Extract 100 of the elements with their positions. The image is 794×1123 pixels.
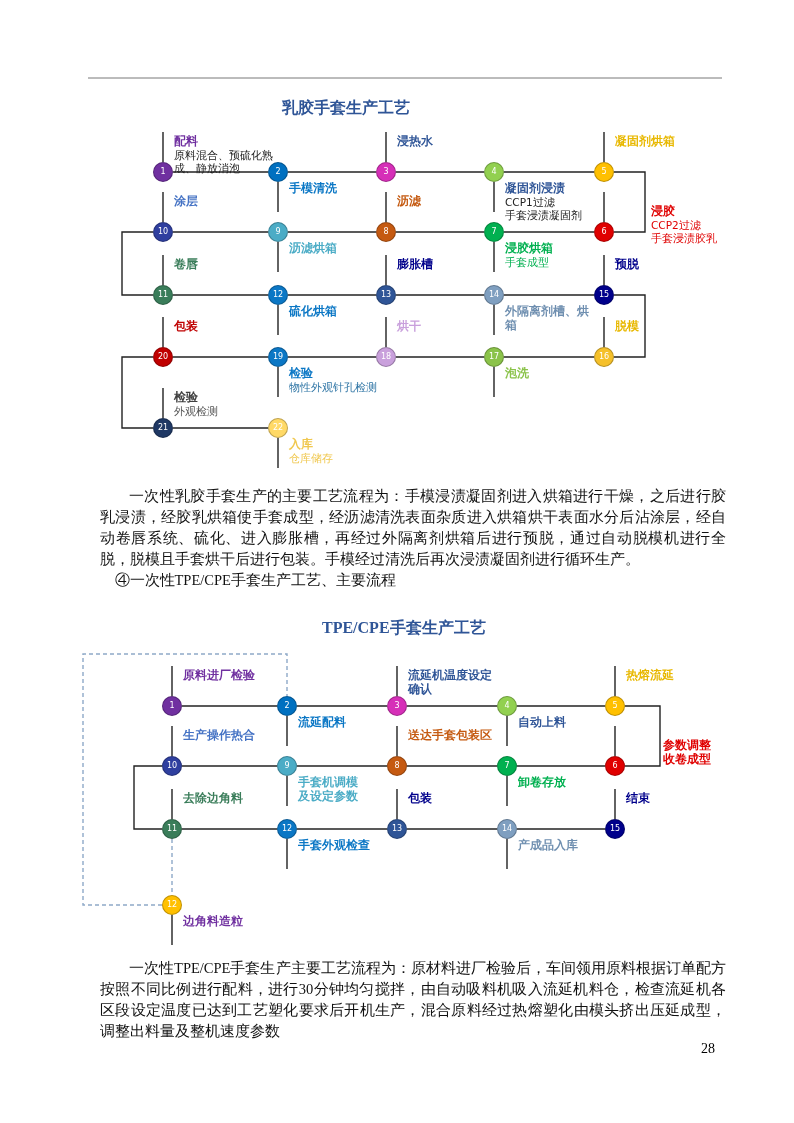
step-circle: 10 bbox=[162, 756, 182, 776]
connector-line bbox=[181, 705, 278, 707]
step-name: 生产操作热合 bbox=[183, 728, 256, 742]
connector-line bbox=[516, 828, 606, 830]
step-name: 卸卷存放 bbox=[518, 775, 567, 789]
step-name: 检验 bbox=[289, 366, 314, 380]
step-circle: 17 bbox=[484, 347, 504, 367]
step-circle: 5 bbox=[605, 696, 625, 716]
step-circle: 19 bbox=[268, 347, 288, 367]
step-name: 卷唇 bbox=[174, 257, 199, 271]
connector-line bbox=[395, 294, 485, 296]
step-name: 去除边角料 bbox=[183, 791, 244, 805]
step-circle: 12 bbox=[277, 819, 297, 839]
connector-line bbox=[516, 765, 606, 767]
step-circle: 7 bbox=[497, 756, 517, 776]
step-circle: 12 bbox=[268, 285, 288, 305]
section-heading: ④一次性TPE/CPE手套生产工艺、主要流程 bbox=[113, 571, 396, 590]
connector-line bbox=[82, 653, 288, 906]
step-name: 脱模 bbox=[615, 319, 640, 333]
step-circle: 2 bbox=[268, 162, 288, 182]
step-circle: 11 bbox=[162, 819, 182, 839]
connector-line bbox=[181, 765, 278, 767]
step-circle: 6 bbox=[605, 756, 625, 776]
connector-line bbox=[613, 294, 646, 358]
step-name: 涂层 bbox=[174, 194, 199, 208]
connector-line bbox=[287, 231, 377, 233]
step-name: 浸热水 bbox=[397, 134, 434, 148]
connector-line bbox=[503, 171, 595, 173]
connector-line bbox=[181, 828, 278, 830]
connector-line bbox=[296, 765, 388, 767]
step-name: 沥滤 bbox=[397, 194, 422, 208]
connector-line bbox=[172, 171, 269, 173]
connector-line bbox=[287, 356, 377, 358]
connector-line bbox=[172, 356, 269, 358]
step-note: 仓库储存 bbox=[289, 452, 334, 465]
step-name: 参数调整收卷成型 bbox=[663, 738, 712, 766]
step-name: 凝固剂烘箱 bbox=[615, 134, 676, 148]
step-circle: 18 bbox=[376, 347, 396, 367]
step-name: 浸胶烘箱 bbox=[505, 241, 554, 255]
step-name: 产成品入库 bbox=[518, 838, 579, 852]
connector-line bbox=[133, 765, 163, 830]
step-note: 外观检测 bbox=[174, 405, 219, 418]
step-name: 检验 bbox=[174, 390, 199, 404]
step-circle: 2 bbox=[277, 696, 297, 716]
step-circle: 14 bbox=[484, 285, 504, 305]
heading: 乳胶手套生产工艺 bbox=[282, 98, 410, 118]
step-name: 外隔离剂槽、烘箱 bbox=[505, 304, 590, 332]
connector-line bbox=[172, 231, 269, 233]
step-note: 手套成型 bbox=[505, 256, 550, 269]
step-name: 手模清洗 bbox=[289, 181, 338, 195]
step-circle: 3 bbox=[376, 162, 396, 182]
step-name: 凝固剂浸渍 bbox=[505, 181, 566, 195]
step-circle: 8 bbox=[387, 756, 407, 776]
step-circle: 1 bbox=[153, 162, 173, 182]
step-circle: 4 bbox=[497, 696, 517, 716]
step-name: 边角料造粒 bbox=[183, 914, 244, 928]
connector-line bbox=[516, 705, 606, 707]
connector-line bbox=[613, 171, 646, 233]
step-name: 手套机调模及设定参数 bbox=[298, 775, 359, 803]
step-circle: 13 bbox=[376, 285, 396, 305]
step-circle: 3 bbox=[387, 696, 407, 716]
connector-line bbox=[503, 294, 595, 296]
connector-line bbox=[395, 356, 485, 358]
connector-line bbox=[296, 828, 388, 830]
step-circle: 6 bbox=[594, 222, 614, 242]
step-name: 送达手套包装区 bbox=[408, 728, 493, 742]
step-circle: 13 bbox=[387, 819, 407, 839]
connector-line bbox=[406, 705, 498, 707]
connector-line bbox=[287, 171, 377, 173]
step-name: 包装 bbox=[408, 791, 433, 805]
paragraph: 一次性TPE/CPE手套生产主要工艺流程为：原材料进厂检验后，车间领用原料根据订单配方按照不同比例进行配料，进行30分钟均匀搅拌，由自动吸料机吸入流延机料仓，检查流延机各区段设定温度已达到工艺塑化要求后开机生产，混合原料经过热熔塑化由模头挤出压延成型，调整出料量及整机速度参数 bbox=[100, 959, 726, 1041]
page-number: 28 bbox=[701, 1041, 715, 1057]
step-name: 入库 bbox=[289, 437, 314, 451]
connector-line bbox=[406, 828, 498, 830]
step-circle: 4 bbox=[484, 162, 504, 182]
step-circle: 1 bbox=[162, 696, 182, 716]
step-circle: 15 bbox=[594, 285, 614, 305]
step-name: 热熔流延 bbox=[626, 668, 675, 682]
connector-line bbox=[503, 356, 595, 358]
step-name: 硫化烘箱 bbox=[289, 304, 338, 318]
step-note: CCP1过滤手套浸渍凝固剂 bbox=[505, 196, 583, 222]
step-name: 烘干 bbox=[397, 319, 422, 333]
step-name: 手套外观检查 bbox=[298, 838, 371, 852]
heading: TPE/CPE手套生产工艺 bbox=[322, 618, 486, 638]
connector-line bbox=[395, 231, 485, 233]
step-circle: 15 bbox=[605, 819, 625, 839]
step-name: 流延配料 bbox=[298, 715, 347, 729]
paragraph: 一次性乳胶手套生产的主要工艺流程为：手模浸渍凝固剂进入烘箱进行干燥，之后进行胶乳浸渍，经胶乳烘箱使手套成型，经沥滤清洗表面杂质进入烘箱烘干表面水分后沾涂层，经自动卷唇系统、硫化、进入膨胀槽，再经过外隔离剂烘箱后进行预脱，通过自动脱模机进行全脱，脱模且手套烘干后进行包装。手模经过清洗后再次浸渍凝固剂进行循环生产。 bbox=[100, 487, 726, 569]
step-name: 泡洗 bbox=[505, 366, 530, 380]
step-circle: 16 bbox=[594, 347, 614, 367]
step-circle: 9 bbox=[277, 756, 297, 776]
connector-line bbox=[624, 705, 661, 767]
step-note: 物性外观针孔检测 bbox=[289, 381, 378, 394]
step-circle: 21 bbox=[153, 418, 173, 438]
step-name: 流延机温度设定确认 bbox=[408, 668, 493, 696]
step-name: 原料进厂检验 bbox=[183, 668, 256, 682]
step-circle: 20 bbox=[153, 347, 173, 367]
step-name: 沥滤烘箱 bbox=[289, 241, 338, 255]
step-circle: 14 bbox=[497, 819, 517, 839]
step-circle: 10 bbox=[153, 222, 173, 242]
